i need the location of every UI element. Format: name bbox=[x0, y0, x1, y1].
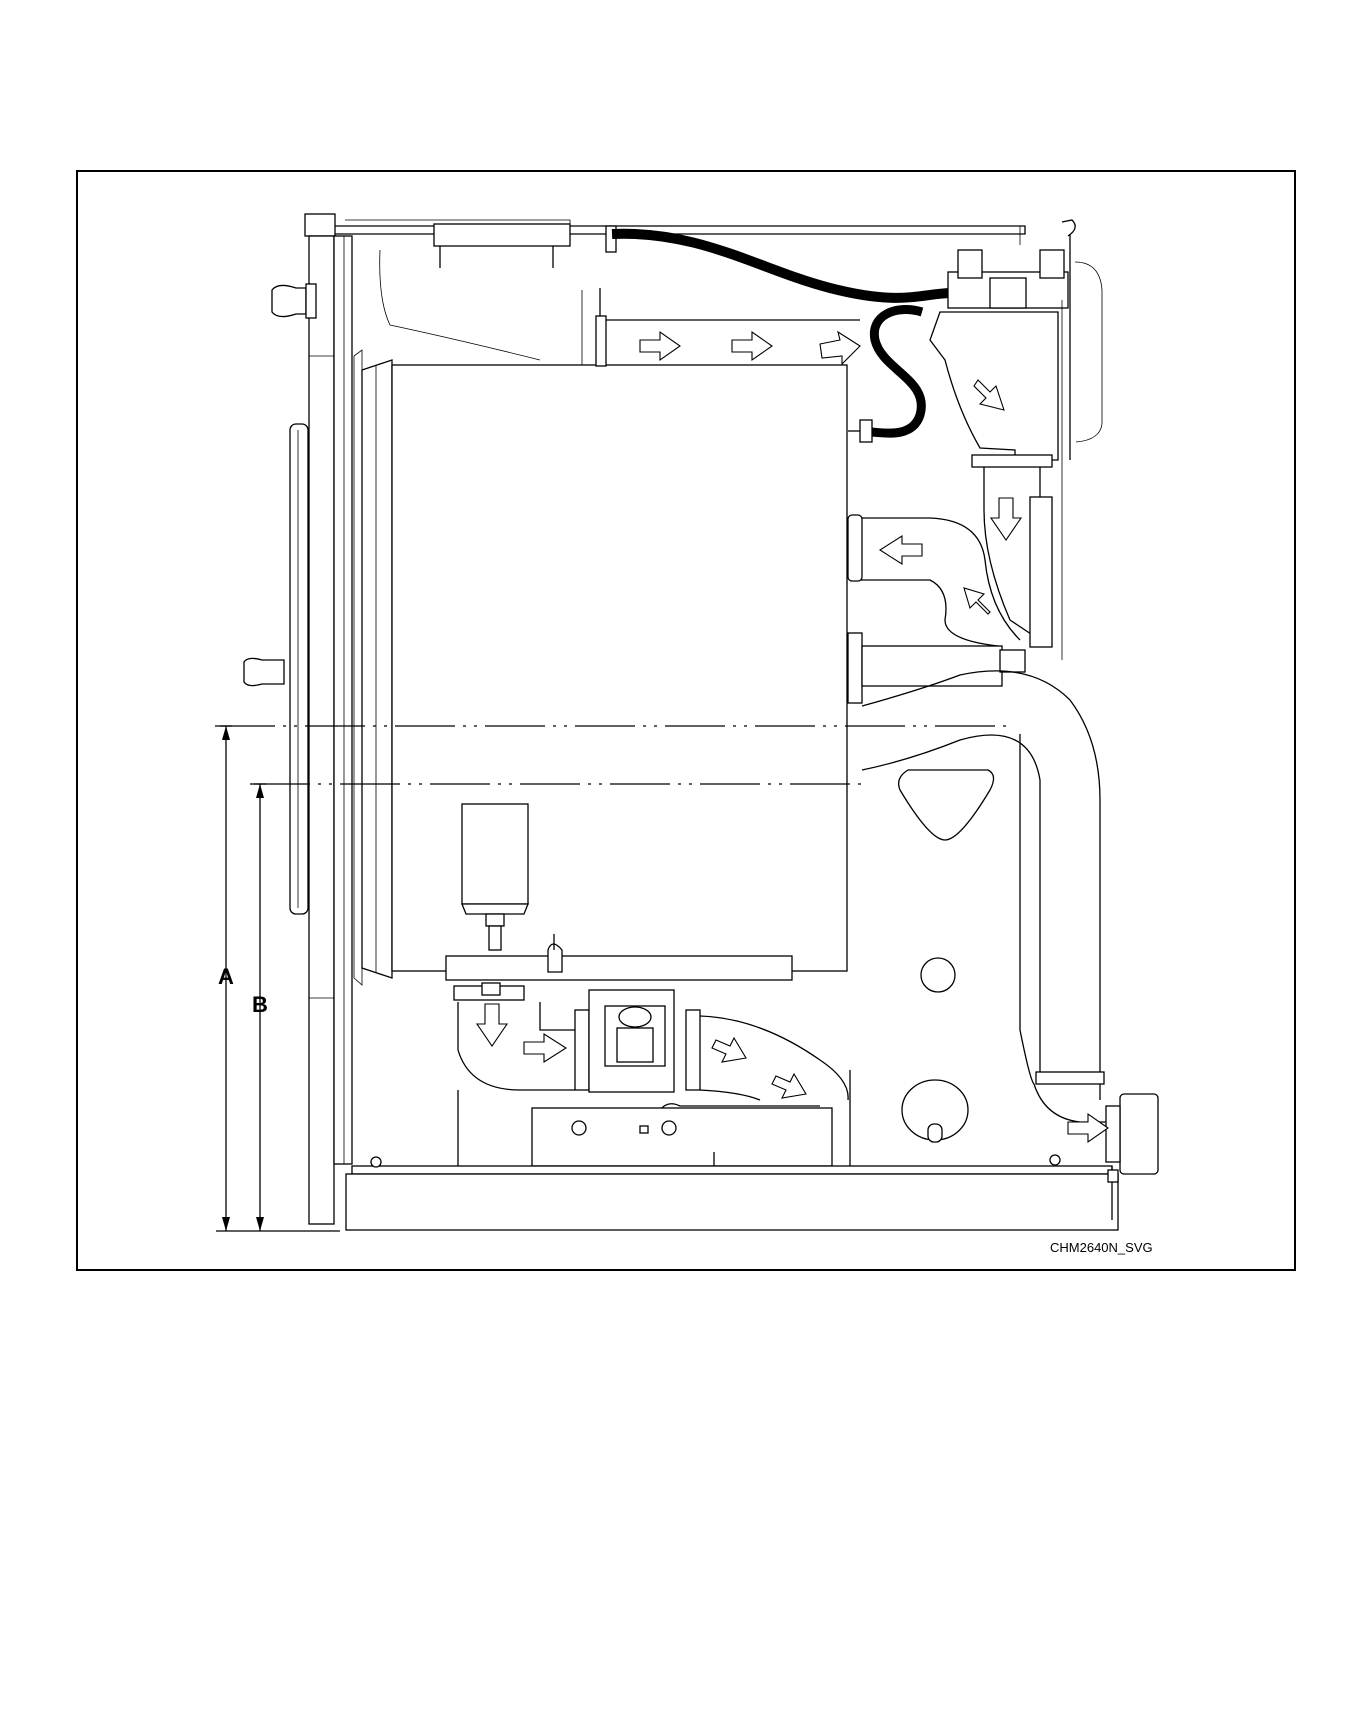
flow-arrow-right bbox=[820, 332, 860, 364]
upper-air-duct bbox=[380, 250, 860, 366]
return-duct bbox=[848, 515, 1020, 646]
exhaust-pipe bbox=[848, 633, 1158, 1174]
flow-arrow-down-right bbox=[772, 1074, 806, 1098]
flow-arrow-left bbox=[880, 536, 922, 564]
flow-arrow-down-right bbox=[712, 1038, 746, 1062]
flow-arrow-right bbox=[524, 1034, 566, 1062]
machine-base bbox=[346, 1090, 1118, 1230]
dimension-label-a: A bbox=[218, 964, 234, 989]
flow-arrow-down bbox=[477, 1004, 507, 1046]
access-openings bbox=[899, 770, 994, 1142]
figure-code: CHM2640N_SVG bbox=[1050, 1240, 1153, 1255]
flow-arrow-right bbox=[640, 332, 680, 360]
flow-arrow-down bbox=[991, 498, 1021, 540]
flow-arrow-right bbox=[732, 332, 772, 360]
drum bbox=[354, 350, 847, 985]
flow-arrow-up-left bbox=[964, 588, 990, 614]
dimension-label-b: B bbox=[252, 992, 268, 1017]
dispenser-hopper bbox=[930, 312, 1058, 647]
flow-arrow-right bbox=[1068, 1114, 1108, 1142]
